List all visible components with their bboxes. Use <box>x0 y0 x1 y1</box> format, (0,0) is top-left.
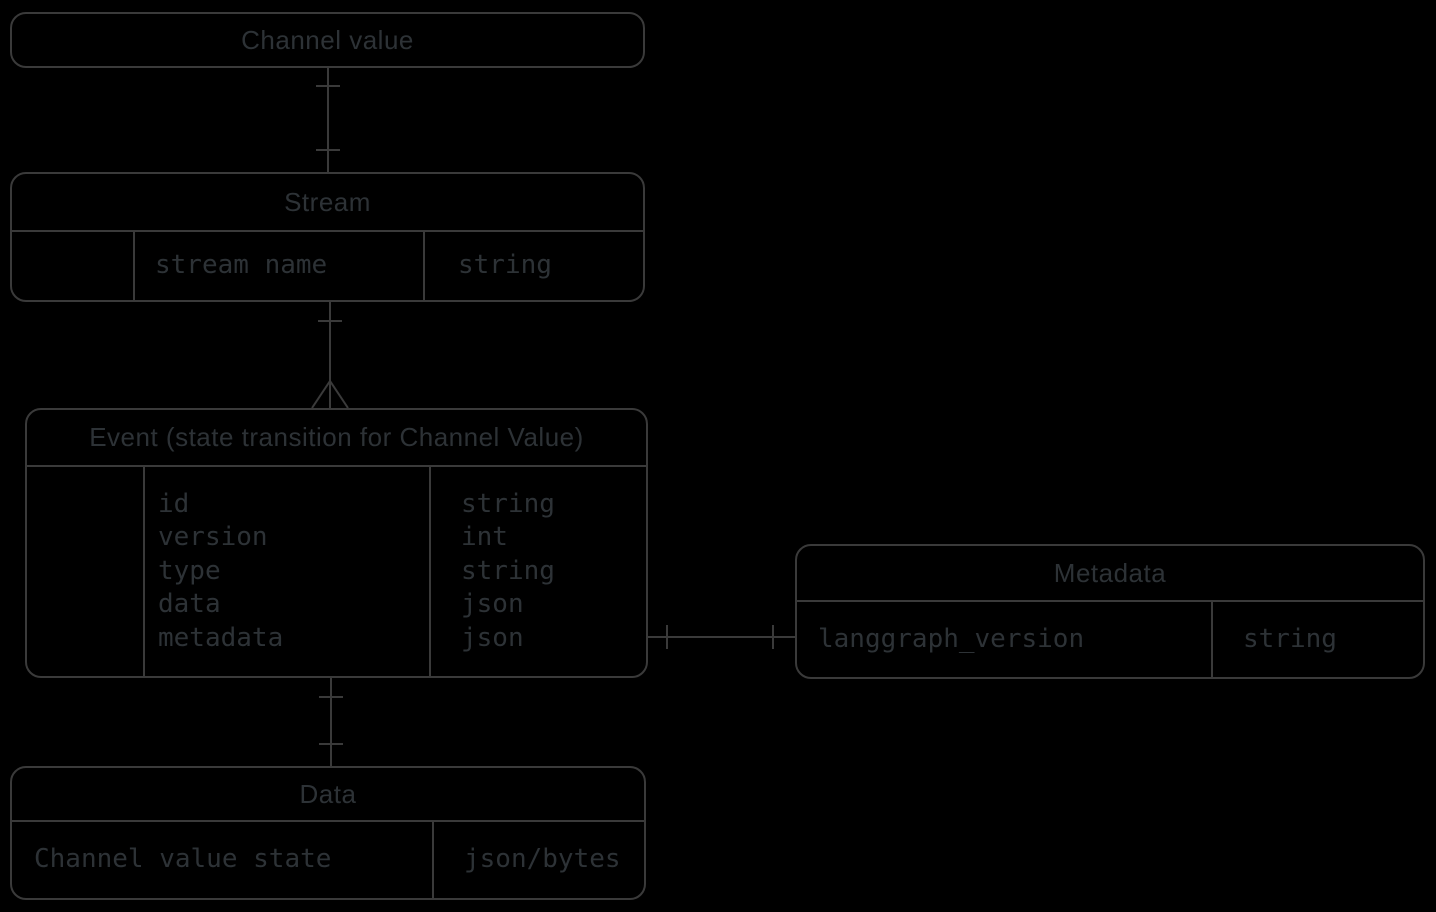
attribute-type: json/bytes <box>464 844 621 875</box>
relationship-line-event-data <box>330 678 332 766</box>
attribute-name: langgraph_version <box>818 623 1085 654</box>
attribute-type-cell: string <box>423 232 643 300</box>
attribute-rows: stream name string <box>12 230 643 300</box>
entity-title-stream: Stream <box>284 186 371 217</box>
attribute-name-cell: Channel value state <box>12 822 432 898</box>
attribute-rows: id version type data metadata string int… <box>27 465 646 676</box>
attribute-type-cell: json/bytes <box>432 822 644 898</box>
attribute-name-cell: langgraph_version <box>797 602 1211 677</box>
attribute-rows: langgraph_version string <box>797 600 1423 677</box>
entity-data: Data Channel value state json/bytes <box>10 766 646 900</box>
attribute-key-cell <box>12 232 133 300</box>
relationship-line-channelvalue-stream <box>327 68 329 172</box>
attribute-name: version <box>158 522 268 553</box>
cardinality-one-tick <box>318 320 342 322</box>
cardinality-one-tick <box>772 625 774 649</box>
entity-title-channel-value: Channel value <box>241 24 414 55</box>
entity-stream: Stream stream name string <box>10 172 645 302</box>
attribute-key-cell <box>27 467 143 676</box>
attribute-name: stream name <box>155 250 328 281</box>
attribute-name: data <box>158 589 221 620</box>
attribute-name-cell: stream name <box>133 232 423 300</box>
entity-metadata: Metadata langgraph_version string <box>795 544 1425 679</box>
cardinality-one-tick <box>319 696 343 698</box>
attribute-type-cell: string <box>1211 602 1423 677</box>
attribute-name: metadata <box>158 622 284 653</box>
cardinality-one-tick <box>316 149 340 151</box>
entity-title-data: Data <box>299 778 357 809</box>
attribute-type: string <box>1243 623 1337 654</box>
entity-event: Event (state transition for Channel Valu… <box>25 408 648 678</box>
attribute-type-cell: string int string json json <box>429 467 646 676</box>
attribute-name-cell: id version type data metadata <box>143 467 429 676</box>
entity-title-event: Event (state transition for Channel Valu… <box>89 422 584 452</box>
relationship-line-stream-event <box>329 302 331 408</box>
cardinality-one-tick <box>316 85 340 87</box>
attribute-type: json <box>461 622 524 653</box>
attribute-rows: Channel value state json/bytes <box>12 820 644 898</box>
attribute-type: int <box>461 522 508 553</box>
entity-channel-value: Channel value <box>10 12 645 68</box>
cardinality-one-tick <box>666 625 668 649</box>
attribute-type: string <box>461 555 555 586</box>
crows-foot-many-marker <box>311 380 349 408</box>
entity-title-metadata: Metadata <box>1053 557 1167 588</box>
attribute-name: id <box>158 488 190 519</box>
attribute-type: string <box>458 250 552 281</box>
attribute-name: Channel value state <box>34 844 332 875</box>
relationship-line-event-metadata <box>648 636 795 638</box>
attribute-type: string <box>461 488 555 519</box>
attribute-name: type <box>158 555 221 586</box>
cardinality-one-tick <box>319 743 343 745</box>
attribute-type: json <box>461 589 524 620</box>
